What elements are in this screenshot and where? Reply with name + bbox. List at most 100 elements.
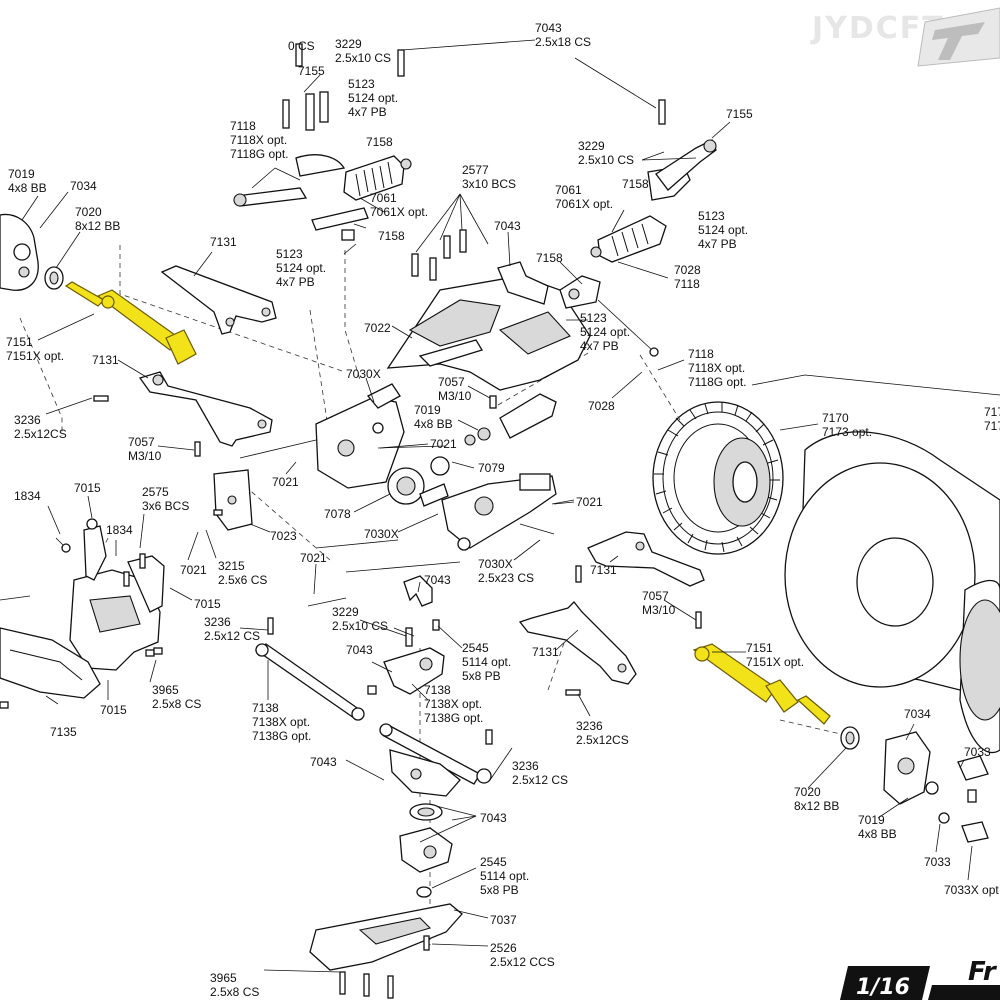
label-1834-center: 1834 xyxy=(106,523,133,537)
label-7043-steer-mid: 7043 xyxy=(346,643,373,657)
label-2545-bottom-opt: 5114 opt. xyxy=(480,869,529,883)
label-2545-top-opt: 5114 opt. xyxy=(462,655,511,669)
label-1834-left: 1834 xyxy=(14,489,41,503)
steering-bellcrank-top xyxy=(367,575,445,695)
label-7043-steer-link: 7043 xyxy=(310,755,337,769)
label-2545-bottom: 2545 xyxy=(480,855,507,869)
label-7043-chassis: 7043 xyxy=(494,219,521,233)
label-7061x-right: 7061X opt. xyxy=(555,197,613,211)
label-7158-right: 7158 xyxy=(622,177,649,191)
label-7138-center: 7138 xyxy=(424,683,451,697)
label-7118x-top: 7118X opt. xyxy=(230,133,287,147)
label-7170: 7170 xyxy=(822,411,849,425)
label-7021-lower: 7021 xyxy=(300,551,327,565)
label-3229-center: 3229 xyxy=(332,605,359,619)
label-3236-center-size: 2.5x12 CS xyxy=(204,629,260,643)
label-3965-left: 3965 xyxy=(152,683,179,697)
label-7021-left: 7021 xyxy=(272,475,299,489)
label-7015-center: 7015 xyxy=(194,597,221,611)
label-3229-top-size: 2.5x10 CS xyxy=(335,51,391,65)
label-3229-right-size: 2.5x10 CS xyxy=(578,153,634,167)
label-7138-left: 7138 xyxy=(252,701,279,715)
brand-logo-top xyxy=(917,7,1000,67)
label-7021-left-lower: 7021 xyxy=(180,563,207,577)
label-3229-center-size: 2.5x10 CS xyxy=(332,619,388,633)
label-5123-lower: 5123 xyxy=(580,311,607,325)
label-3965-left-size: 2.5x8 CS xyxy=(152,697,201,711)
label-5123-lower-opt: 5124 opt. xyxy=(580,325,630,339)
label-7020-left-size: 8x12 BB xyxy=(75,219,120,233)
label-7131-lower-right: 7131 xyxy=(532,645,559,659)
label-3236-right: 3236 xyxy=(576,719,603,733)
label-7118-right: 7118 xyxy=(674,277,700,291)
label-7034-right: 7034 xyxy=(904,707,931,721)
label-7033-right-top: 7033 xyxy=(964,745,991,759)
driveshaft-front-left-highlighted xyxy=(64,281,197,365)
label-7118-top: 7118 xyxy=(230,119,256,133)
label-5123-right: 5123 xyxy=(698,209,725,223)
label-3215: 3215 xyxy=(218,559,245,573)
label-7030x-center: 7030X xyxy=(364,527,399,541)
label-7057-left: 7057 xyxy=(128,435,155,449)
label-7033-right-bottom: 7033 xyxy=(924,855,951,869)
label-7043-steer-top: 7043 xyxy=(424,573,451,587)
label-3215-size: 2.5x6 CS xyxy=(218,573,267,587)
camber-link-rear xyxy=(559,275,659,357)
label-7131-top: 7131 xyxy=(210,235,237,249)
label-7151-right: 7151 xyxy=(746,641,773,655)
label-7021-right: 7021 xyxy=(576,495,603,509)
label-7118g-rear: 7118G opt. xyxy=(688,375,747,389)
label-7057-center-size: M3/10 xyxy=(438,389,472,403)
screws-top-left xyxy=(282,43,405,241)
part-labels: 0 CS 3229 2.5x10 CS 7155 5123 5124 opt. … xyxy=(6,21,1000,999)
toe-link-7138 xyxy=(254,643,492,785)
label-7151x-right: 7151X opt. xyxy=(746,655,804,669)
hub-carrier-left xyxy=(0,213,64,291)
label-7138x-left: 7138X opt. xyxy=(252,715,310,729)
chassis-screws xyxy=(411,229,497,409)
label-3229-top: 3229 xyxy=(335,37,362,51)
label-7138g-center: 7138G opt. xyxy=(424,711,483,725)
label-7028-rear: 7028 xyxy=(588,399,615,413)
label-7158-center: 7158 xyxy=(378,229,405,243)
label-7019-center-size: 4x8 BB xyxy=(414,417,453,431)
label-7022: 7022 xyxy=(364,321,391,335)
label-7155-top: 7155 xyxy=(298,64,325,78)
label-3236-right-size: 2.5x12CS xyxy=(576,733,629,747)
lower-a-arm-front-left xyxy=(138,371,273,447)
label-7015-top: 7015 xyxy=(74,481,101,495)
label-3236-center: 3236 xyxy=(204,615,231,629)
label-7138g-left: 7138G opt. xyxy=(252,729,311,743)
label-7057-right: 7057 xyxy=(642,589,669,603)
label-7151-left: 7151 xyxy=(6,335,33,349)
label-7155-right: 7155 xyxy=(726,107,753,121)
front-bumper xyxy=(0,627,101,699)
label-7015-lower: 7015 xyxy=(100,703,127,717)
label-7019-right-size: 4x8 BB xyxy=(858,827,897,841)
label-3965-bottom-size: 2.5x8 CS xyxy=(210,985,259,999)
upper-a-arm-front xyxy=(160,265,277,335)
label-5123-top: 5123 xyxy=(348,77,375,91)
label-7061-right: 7061 xyxy=(555,183,582,197)
label-2526-size: 2.5x12 CCS xyxy=(490,955,555,969)
label-7061-center: 7061 xyxy=(370,191,397,205)
label-5123-lower-size: 4x7 PB xyxy=(580,339,619,353)
bumper-mount xyxy=(69,518,165,671)
label-5123-top-size: 4x7 PB xyxy=(348,105,387,119)
label-2577-size: 3x10 BCS xyxy=(462,177,516,191)
label-7158-top: 7158 xyxy=(366,135,393,149)
tire-tread xyxy=(652,401,784,555)
label-7173-opt: 7173 opt. xyxy=(822,425,872,439)
label-2575-size: 3x6 BCS xyxy=(142,499,189,513)
hinge-pins xyxy=(239,439,575,607)
label-5123-center-opt: 5124 opt. xyxy=(276,261,326,275)
label-2575: 2575 xyxy=(142,485,169,499)
hex-hubs-right xyxy=(957,755,989,843)
scale-logo: 1/16 xyxy=(840,966,930,1000)
label-5123-right-opt: 5124 opt. xyxy=(698,223,748,237)
label-3236-bottom-size: 2.5x12 CS xyxy=(512,773,568,787)
label-7028-right: 7028 xyxy=(674,263,701,277)
hardware-left xyxy=(0,537,155,709)
label-3236-left-size: 2.5x12CS xyxy=(14,427,67,441)
diff-assembly xyxy=(387,456,450,507)
